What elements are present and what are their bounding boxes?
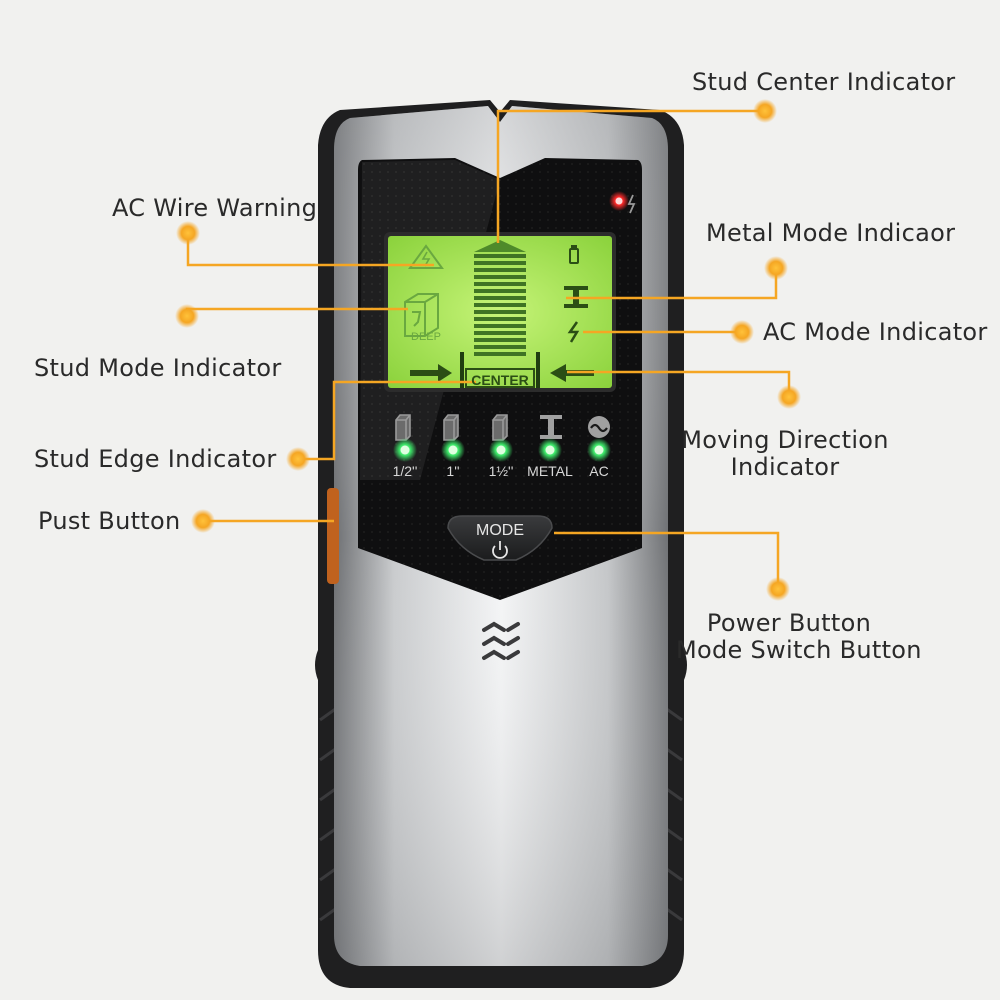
led-label-metal: METAL	[527, 463, 573, 479]
led-label-one-half: 1½''	[489, 463, 514, 479]
led-label-ac: AC	[589, 463, 608, 479]
label-power-button: Power Button Mode Switch Button	[676, 609, 922, 664]
lcd-center-text: CENTER	[471, 372, 529, 388]
stud-icon-2	[443, 414, 459, 441]
label-stud-center: Stud Center Indicator	[692, 68, 956, 96]
label-moving-line1: Moving Direction	[681, 426, 889, 454]
ac-warning-icon	[408, 244, 444, 269]
label-moving-line2: Indicator	[730, 453, 840, 481]
mode-button-label: MODE	[476, 522, 524, 539]
led-metal-icon	[540, 415, 562, 439]
label-stud-mode: Stud Mode Indicator	[34, 354, 282, 382]
label-stud-edge: Stud Edge Indicator	[34, 445, 277, 473]
stud-mode-icon	[404, 293, 439, 337]
mode-button[interactable]	[447, 515, 553, 561]
label-power-line2: Mode Switch Button	[676, 636, 922, 664]
right-arrow-icon	[410, 364, 452, 382]
power-led	[609, 191, 629, 211]
lcd-screen	[384, 232, 616, 392]
label-ac-mode: AC Mode Indicator	[763, 318, 988, 346]
battery-icon	[569, 245, 579, 264]
lcd-deep-text: DEEP	[411, 331, 441, 343]
ac-lightning-icon	[567, 321, 580, 343]
speaker-grille	[482, 621, 520, 660]
power-icon	[492, 541, 508, 559]
center-box	[465, 368, 535, 388]
stud-icon-1	[395, 414, 411, 441]
push-button-shape[interactable]	[327, 488, 339, 584]
led-ac-icon	[588, 416, 610, 438]
label-ac-wire: AC Wire Warning	[112, 194, 318, 222]
led-row-icons	[395, 414, 508, 441]
led-label-half: 1/2''	[393, 463, 418, 479]
label-metal-mode: Metal Mode Indicaor	[706, 219, 956, 247]
stud-icon-3	[492, 414, 508, 441]
label-power-line1: Power Button	[706, 609, 872, 637]
callout-dots	[175, 99, 801, 601]
led-indicators	[393, 438, 611, 462]
label-moving-direction: Moving Direction Indicator	[680, 427, 890, 481]
label-push-button: Pust Button	[38, 507, 181, 535]
stud-meter-bars	[460, 240, 540, 388]
led-label-one: 1''	[446, 463, 459, 479]
charge-icon	[627, 194, 636, 214]
